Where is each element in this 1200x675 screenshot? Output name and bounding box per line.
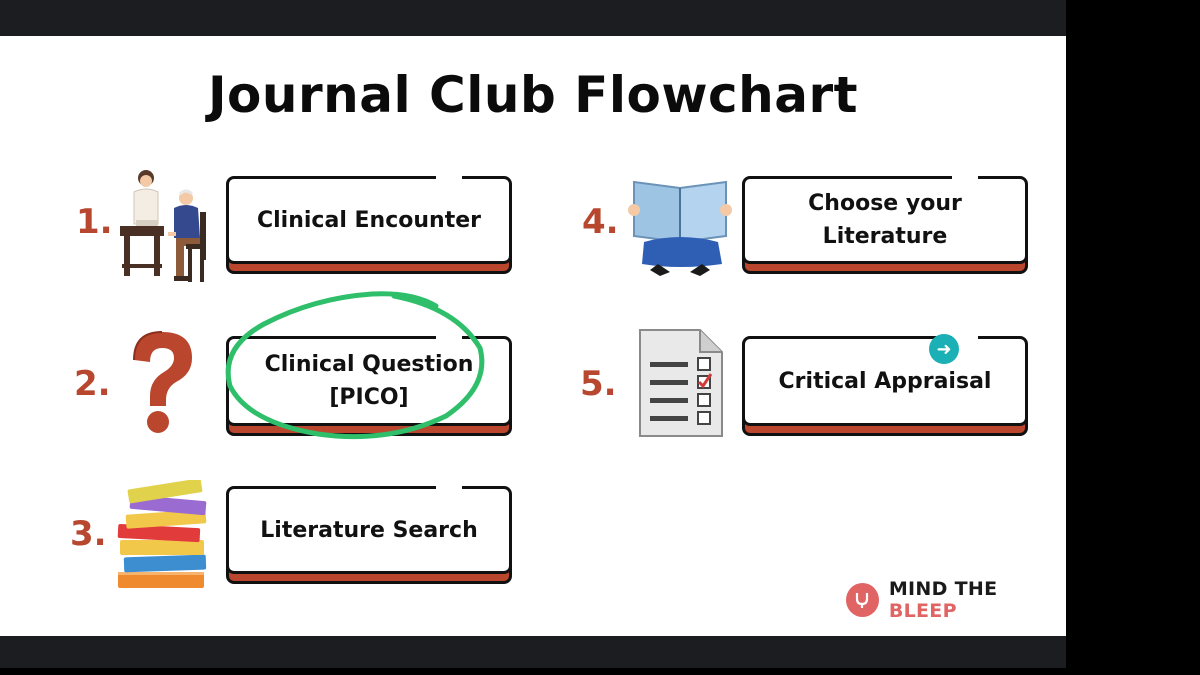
step-3-label: Literature Search [260, 517, 478, 543]
step-4-number: 4. [582, 202, 619, 242]
step-1-number: 1. [76, 202, 113, 242]
question-mark-icon [133, 331, 192, 433]
step-3-number: 3. [70, 514, 107, 554]
doctor-patient-icon [120, 170, 206, 282]
step-2-label: Clinical Question [PICO] [264, 352, 474, 410]
step-3-box: Literature Search [226, 483, 512, 584]
stethoscope-icon [846, 583, 879, 617]
brand-logo: MIND THE BLEEP [846, 578, 1066, 622]
bottom-letterbox-bar [0, 636, 1066, 668]
step-4-label: Choose your Literature [808, 191, 962, 249]
step-5-box: Critical Appraisal [742, 333, 1028, 436]
checklist-icon [639, 329, 723, 437]
top-letterbox-bar [0, 0, 1066, 36]
book-stack-icon [117, 480, 207, 588]
highlight-circle [225, 291, 485, 440]
step-4-box: Choose your Literature [742, 173, 1028, 274]
brand-name: MIND THE BLEEP [888, 578, 998, 622]
step-5-label: Critical Appraisal [778, 368, 992, 394]
step-1-box: Clinical Encounter [226, 173, 512, 274]
page-title: Journal Club Flowchart [207, 66, 859, 124]
step-2-number: 2. [74, 364, 111, 404]
arrow-right-icon[interactable]: ➜ [929, 334, 959, 364]
reading-person-icon [628, 180, 732, 276]
slide: Journal Club Flowchart 1. Clinical Encou… [0, 36, 1066, 636]
step-5-number: 5. [580, 364, 617, 404]
step-1-label: Clinical Encounter [257, 207, 481, 233]
